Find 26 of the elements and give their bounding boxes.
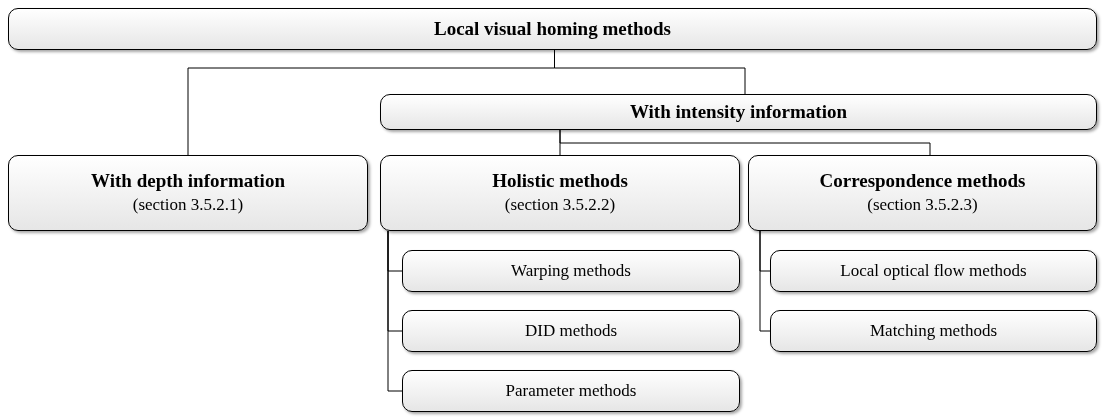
heading-text: With intensity information xyxy=(629,100,848,124)
category-box xyxy=(8,8,1097,50)
section-reference: (section 3.5.2.2) xyxy=(504,194,616,216)
section-reference: (section 3.5.2.3) xyxy=(867,194,978,216)
category-box xyxy=(8,155,368,231)
connector-line xyxy=(559,129,931,156)
category-box xyxy=(770,250,1097,292)
heading-text: Correspondence methods xyxy=(819,169,1026,193)
connector-line xyxy=(759,230,771,332)
category-box xyxy=(770,310,1097,352)
item-text: Local optical flow methods xyxy=(840,260,1027,282)
heading-text: With depth information xyxy=(91,169,285,193)
item-text: DID methods xyxy=(524,320,618,342)
item-text: Matching methods xyxy=(870,320,997,342)
category-box xyxy=(402,310,740,352)
item-text: Parameter methods xyxy=(505,380,637,402)
heading-text: Local visual homing methods xyxy=(434,17,671,41)
category-box xyxy=(402,250,740,292)
connector-line xyxy=(387,230,403,392)
category-box xyxy=(380,94,1097,130)
category-box xyxy=(402,370,740,412)
section-reference: (section 3.5.2.1) xyxy=(132,194,244,216)
category-box xyxy=(748,155,1097,231)
category-box xyxy=(380,155,740,231)
item-text: Warping methods xyxy=(511,260,631,282)
heading-text: Holistic methods xyxy=(492,169,628,193)
